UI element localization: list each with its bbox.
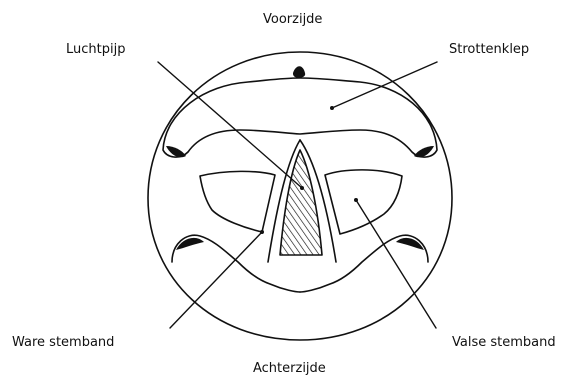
false-cord-left	[200, 171, 275, 232]
label-true-vocal-cord: Ware stemband	[12, 335, 114, 351]
leader-trachea-dot	[300, 186, 304, 190]
label-false-vocal-cord: Valse stemband	[452, 335, 556, 351]
leader-trachea	[158, 62, 302, 188]
lower-right-shadow	[396, 238, 424, 250]
leader-false-cord-dot	[354, 198, 358, 202]
leader-epiglottis	[332, 62, 437, 108]
label-epiglottis: Strottenklep	[449, 42, 529, 58]
leader-true-cord-dot	[260, 230, 264, 234]
leader-epiglottis-dot	[330, 106, 334, 110]
label-trachea: Luchtpijp	[66, 42, 125, 58]
glottis-opening	[280, 150, 322, 255]
label-back: Achterzijde	[253, 361, 326, 377]
lower-left-shadow	[176, 238, 204, 250]
top-patch	[293, 66, 305, 78]
label-front: Voorzijde	[263, 12, 322, 28]
false-cord-right	[325, 170, 402, 234]
epiglottis-arch	[163, 78, 437, 157]
